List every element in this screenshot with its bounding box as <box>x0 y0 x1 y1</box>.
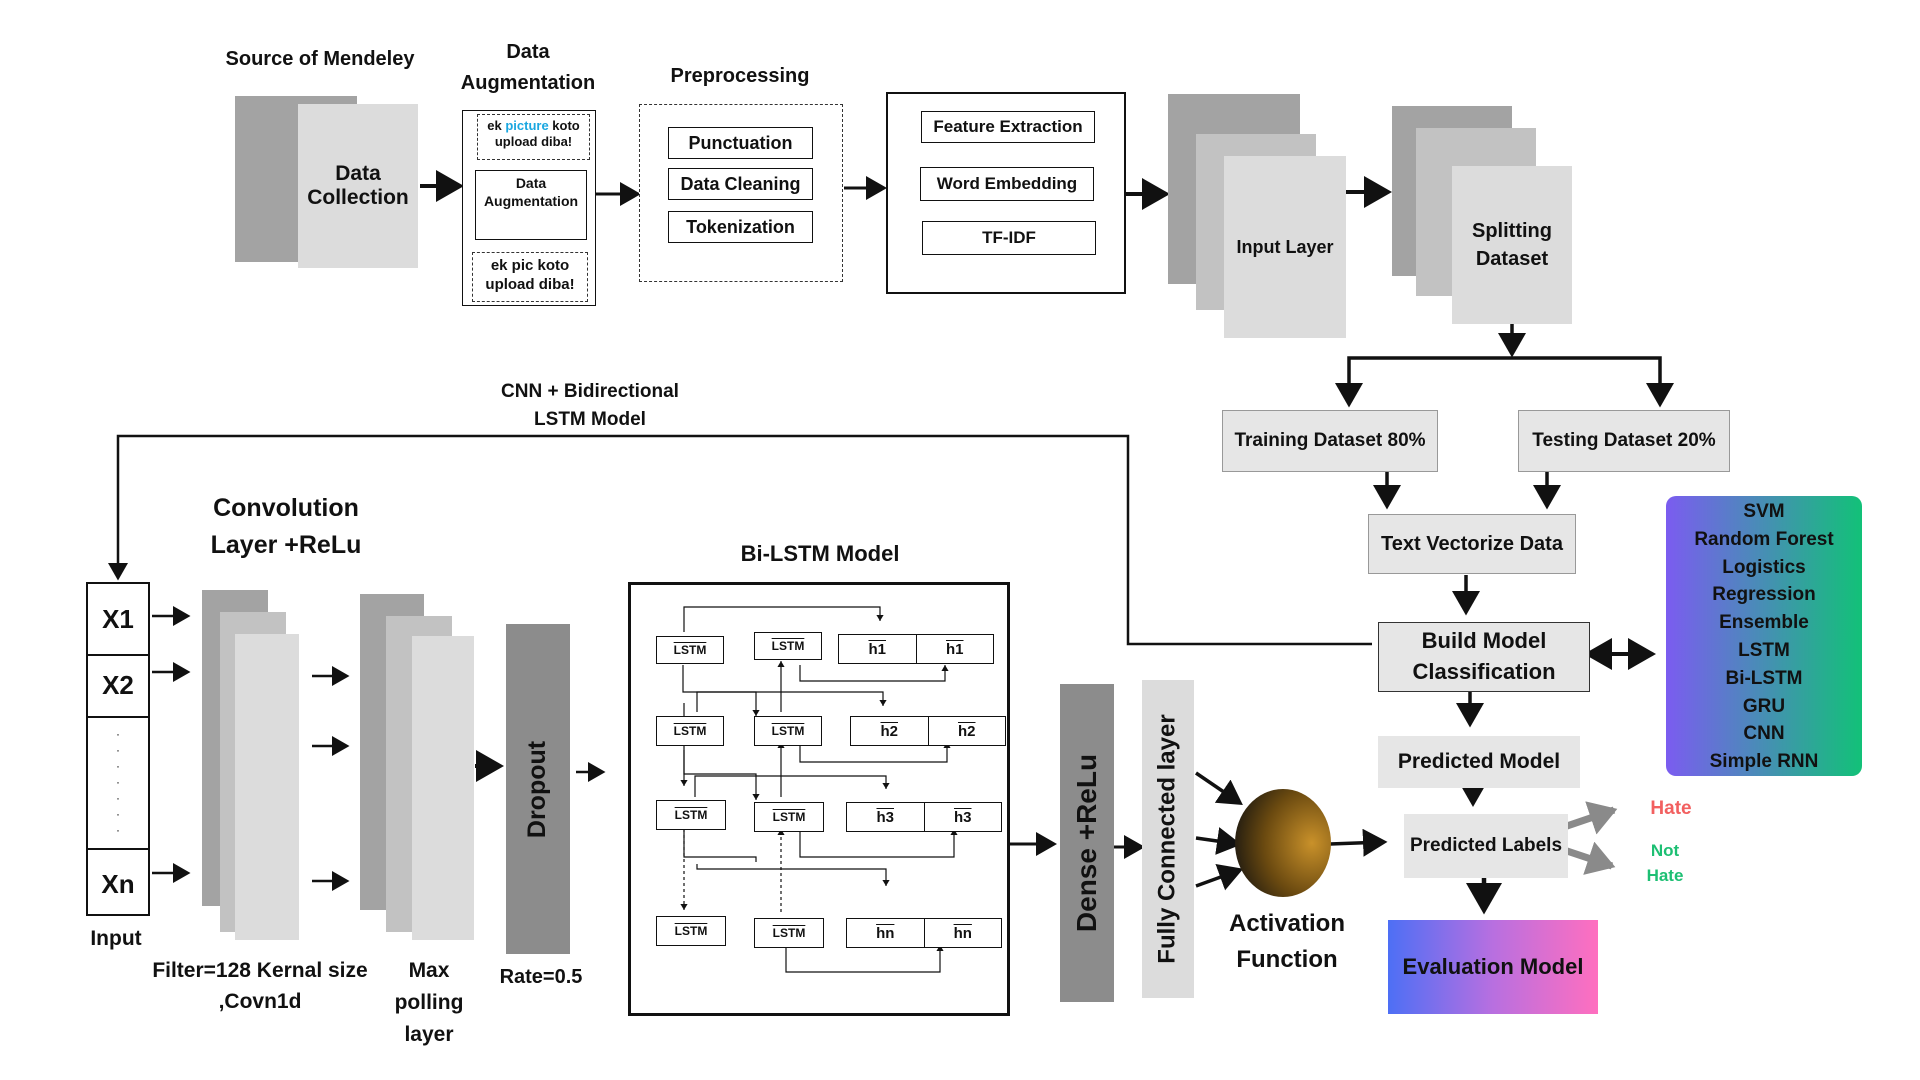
dense-relu-layer: Dense +ReLu <box>1060 684 1114 1002</box>
lstm-backward-cell: LSTM <box>754 918 824 948</box>
hate-label: Hate <box>1650 798 1692 819</box>
dropout-rate: Rate=0.5 <box>499 966 583 988</box>
models-list-item: LSTM <box>1738 639 1790 661</box>
filter-label: Filter=128 Kernal size ,Covn1d <box>152 959 368 1013</box>
input-vector: X1 X2 ······· Xn <box>86 582 150 916</box>
build-model-box: Build Model Classification <box>1378 622 1590 692</box>
bilstm-panel <box>628 582 1010 1016</box>
lstm-forward-cell: LSTM <box>656 636 724 664</box>
pool-map-3 <box>412 636 474 940</box>
models-list-item: Random Forest <box>1694 528 1834 550</box>
feature-item-extraction: Feature Extraction <box>921 111 1095 143</box>
lstm-backward-cell: LSTM <box>754 716 822 746</box>
cnn-bilstm-title: CNN + Bidirectional LSTM Model <box>501 381 679 430</box>
input-x1: X1 <box>88 584 148 656</box>
models-list-item: GRU <box>1742 695 1786 717</box>
highlight-word: picture <box>505 118 549 133</box>
activation-label: Activation Function <box>1228 910 1345 973</box>
lstm-forward-cell: LSTM <box>656 800 726 830</box>
lstm-forward-cell: LSTM <box>656 916 726 946</box>
lstm-forward-cell: LSTM <box>656 716 724 746</box>
activation-node <box>1235 789 1331 897</box>
models-list-item: Regression <box>1712 584 1816 606</box>
augmentation-example-top: ek picture koto upload diba! <box>477 114 590 160</box>
source-label: Source of Mendeley <box>225 48 415 70</box>
not-hate-label: Not Hate <box>1646 841 1684 885</box>
preprocessing-title: Preprocessing <box>670 65 810 87</box>
models-list-item: SVM <box>1743 501 1785 522</box>
arrow-build-model-to-input-loop <box>108 434 1372 646</box>
dropout-layer: Dropout <box>506 624 570 954</box>
feature-panel <box>886 92 1126 294</box>
models-list-item: CNN <box>1743 723 1785 745</box>
conv-title: Convolution Layer +ReLu <box>210 494 362 559</box>
conv-map-3 <box>235 634 299 940</box>
fully-connected-layer: Fully Connected layer <box>1142 680 1194 998</box>
input-label: Input <box>90 927 142 950</box>
input-ellipsis: ······· <box>116 727 120 837</box>
input-xn: Xn <box>88 848 148 918</box>
testing-dataset-box: Testing Dataset 20% <box>1518 410 1730 472</box>
preprocessing-item-punctuation: Punctuation <box>668 127 813 159</box>
models-list-item: Bi-LSTM <box>1725 667 1803 689</box>
preprocessing-item-tokenization: Tokenization <box>668 211 813 243</box>
bilstm-title: Bi-LSTM Model <box>740 541 900 566</box>
training-dataset-box: Training Dataset 80% <box>1222 410 1438 472</box>
models-list-item: Ensemble <box>1719 612 1809 634</box>
arrow-to-hate <box>1562 801 1618 835</box>
predicted-model-box: Predicted Model <box>1378 736 1580 788</box>
arrow-to-not-hate <box>1562 841 1616 875</box>
lstm-backward-cell: LSTM <box>754 802 824 832</box>
models-list-panel: SVM Random Forest Logistics Regression E… <box>1666 496 1862 776</box>
preprocessing-item-cleaning: Data Cleaning <box>668 168 813 200</box>
input-layer-card: Input Layer <box>1224 156 1346 338</box>
input-x2: X2 <box>88 654 148 718</box>
text-vectorize-box: Text Vectorize Data <box>1368 514 1576 574</box>
augmentation-title: Data Augmentation <box>460 41 596 94</box>
models-list-item: Simple RNN <box>1709 751 1819 773</box>
predicted-labels-box: Predicted Labels <box>1404 814 1568 878</box>
lstm-backward-cell: LSTM <box>754 632 822 660</box>
data-collection-card: Data Collection <box>298 104 418 268</box>
models-list-item: Logistics <box>1722 556 1806 578</box>
feature-item-embedding: Word Embedding <box>920 167 1094 201</box>
augmentation-center-box: Data Augmentation <box>475 170 587 240</box>
max-pool-label: Max polling layer <box>394 959 464 1046</box>
splitting-card: Splitting Dataset <box>1452 166 1572 324</box>
feature-item-tfidf: TF-IDF <box>922 221 1096 255</box>
evaluation-model-box: Evaluation Model <box>1388 920 1598 1014</box>
augmentation-example-bottom: ek pic koto upload diba! <box>472 252 588 302</box>
